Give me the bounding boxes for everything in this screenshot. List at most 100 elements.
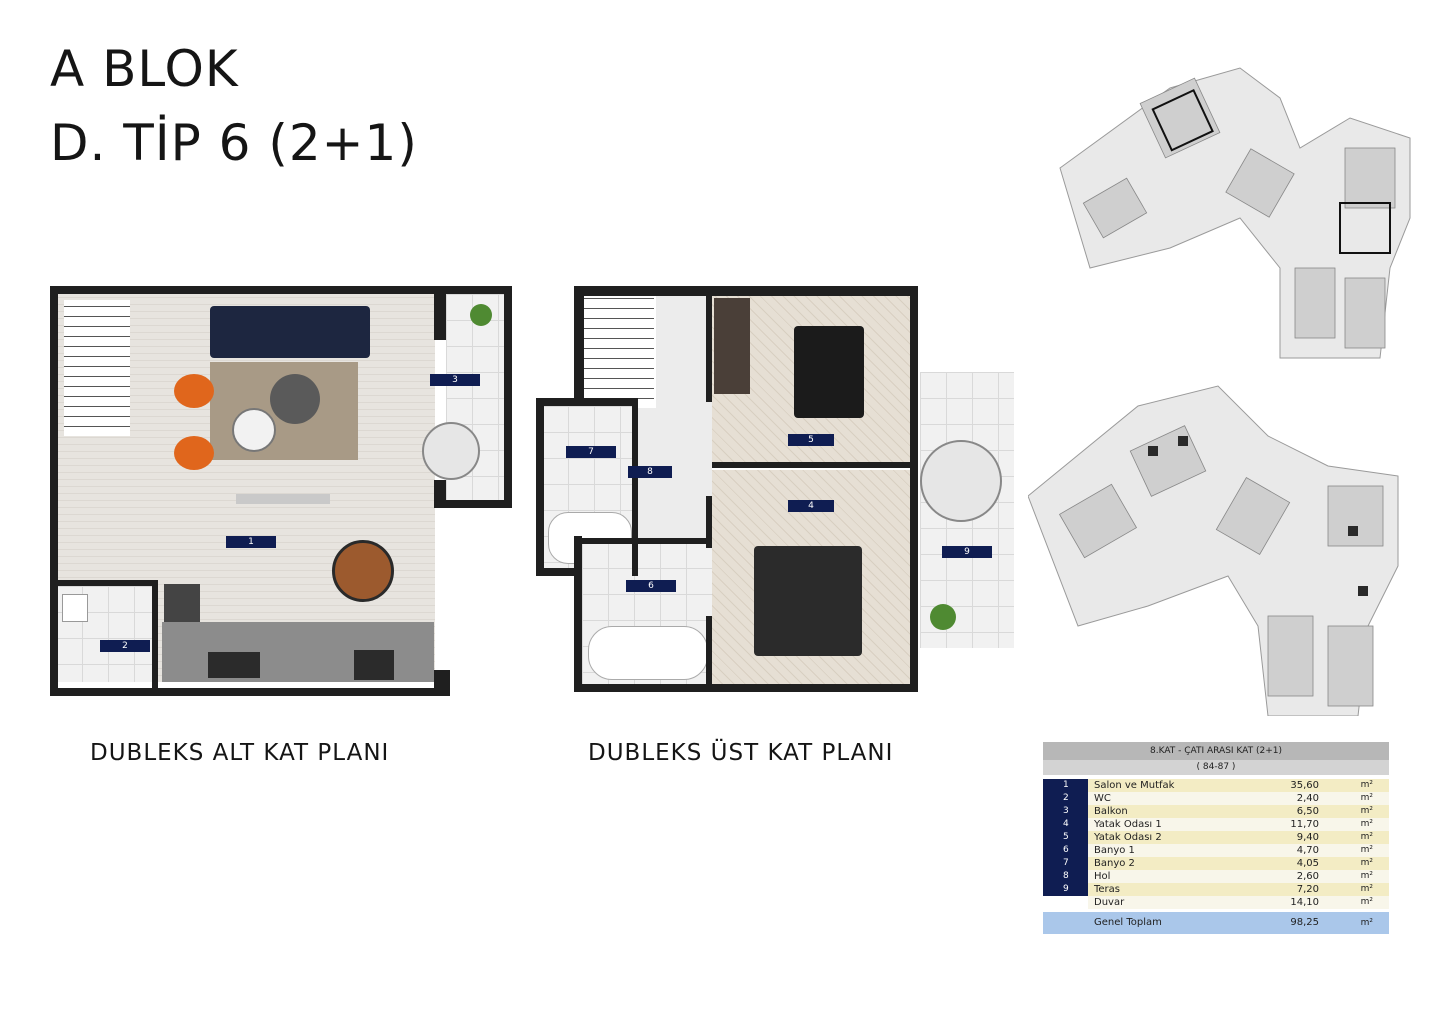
room-tag-2: 2 [100,640,150,652]
key-highlight-2 [1339,202,1391,254]
row-area: 9,40 [1244,831,1319,844]
row-name: Salon ve Mutfak [1088,779,1244,792]
row-area: 4,70 [1244,844,1319,857]
row-area: 2,60 [1244,870,1319,883]
room-tag-1: 1 [226,536,276,548]
bed-2 [794,326,864,418]
row-area: 6,50 [1244,805,1319,818]
row-area: 2,40 [1244,792,1319,805]
wall [434,500,512,508]
wall [536,568,582,576]
armchair-2 [174,436,214,470]
table-row: 6 Banyo 1 4,70 m² [1043,844,1389,857]
wall [574,536,582,690]
lower-floor-plan: 1 2 3 [50,286,512,696]
tv-unit [236,494,330,504]
row-area: 14,10 [1244,896,1319,909]
row-area: 35,60 [1244,779,1319,792]
wall [50,688,450,696]
upper-staircase [584,296,654,408]
table-row: 3 Balkon 6,50 m² [1043,805,1389,818]
wc-room [56,586,152,682]
table-row: 8 Hol 2,60 m² [1043,870,1389,883]
row-unit: m² [1319,857,1389,870]
area-table-subheader: ( 84-87 ) [1043,760,1389,775]
dining-table [332,540,394,602]
wall [434,294,446,340]
row-number: 8 [1043,870,1088,883]
row-area: 11,70 [1244,818,1319,831]
page-title-type: D. TİP 6 (2+1) [50,114,418,172]
area-table-header: 8.KAT - ÇATI ARASI KAT (2+1) [1043,742,1389,760]
wall [706,616,712,688]
row-number: 5 [1043,831,1088,844]
wall [434,670,450,696]
hall-floor [638,408,712,548]
wall [632,398,638,576]
total-unit: m² [1360,918,1373,928]
room-tag-8: 8 [628,466,672,478]
page-title-block: A BLOK [50,40,239,98]
row-name: Yatak Odası 2 [1088,831,1244,844]
table-row: 1 Salon ve Mutfak 35,60 m² [1043,779,1389,792]
row-name: Yatak Odası 1 [1088,818,1244,831]
room-tag-6: 6 [626,580,676,592]
side-table [232,408,276,452]
row-unit: m² [1319,870,1389,883]
room-tag-9: 9 [942,546,992,558]
key-highlight-1 [1151,89,1214,152]
sofa [210,306,370,358]
upper-plan-caption: DUBLEKS ÜST KAT PLANI [588,740,894,766]
row-unit: m² [1319,792,1389,805]
row-number: 7 [1043,857,1088,870]
room-tag-3: 3 [430,374,480,386]
fridge [164,584,200,622]
row-number: 6 [1043,844,1088,857]
row-name: Banyo 1 [1088,844,1244,857]
balcony-plant [470,304,492,326]
upper-floor-plan: 5 4 7 8 6 9 [536,286,1018,696]
table-row: 4 Yatak Odası 1 11,70 m² [1043,818,1389,831]
wall [152,580,158,688]
row-name: Duvar [1088,896,1244,909]
row-name: Balkon [1088,805,1244,818]
armchair-1 [174,374,214,408]
table-row: 9 Teras 7,20 m² [1043,883,1389,896]
row-number: 3 [1043,805,1088,818]
stair-landing [656,296,712,408]
row-number: 1 [1043,779,1088,792]
key-plan-bottom-image [1028,385,1399,716]
coffee-table [270,374,320,424]
table-row: Duvar 14,10 m² [1043,896,1389,909]
table-row: 2 WC 2,40 m² [1043,792,1389,805]
lower-plan-caption: DUBLEKS ALT KAT PLANI [90,740,390,766]
room-tag-4: 4 [788,500,834,512]
row-number: 9 [1043,883,1088,896]
row-unit: m² [1319,896,1389,909]
wall [536,398,544,576]
row-unit: m² [1319,831,1389,844]
table-row: 5 Yatak Odası 2 9,40 m² [1043,831,1389,844]
table-row: 7 Banyo 2 4,05 m² [1043,857,1389,870]
room-tag-5: 5 [788,434,834,446]
row-number [1043,896,1088,909]
terrace-table [920,440,1002,522]
wall [504,294,512,508]
row-name: WC [1088,792,1244,805]
wall [536,398,638,406]
wall [574,538,712,544]
wardrobe [714,298,750,394]
wall [574,684,918,692]
row-unit: m² [1319,844,1389,857]
row-name: Teras [1088,883,1244,896]
balcony-table [422,422,480,480]
lower-staircase [64,300,130,436]
row-name: Banyo 2 [1088,857,1244,870]
bathtub-1 [588,626,708,680]
row-unit: m² [1319,883,1389,896]
row-unit: m² [1319,805,1389,818]
area-table: 8.KAT - ÇATI ARASI KAT (2+1) ( 84-87 ) 1… [1043,742,1389,934]
room-tag-7: 7 [566,446,616,458]
row-unit: m² [1319,779,1389,792]
wall [50,286,512,294]
